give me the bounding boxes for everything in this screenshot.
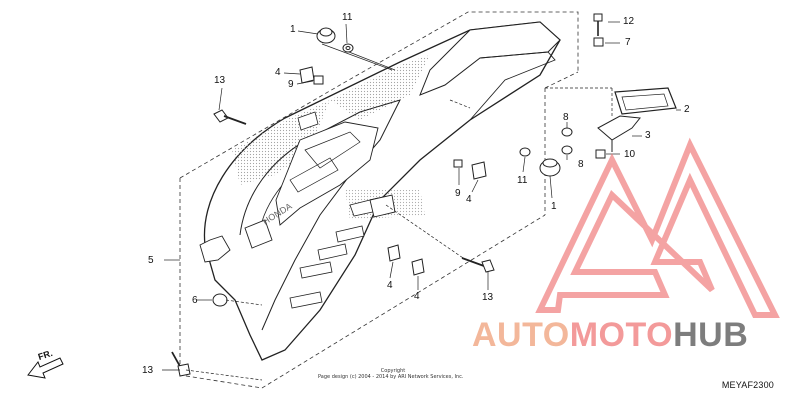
callout-8: 8 <box>578 159 584 170</box>
brand-part-moto: MOTO <box>569 316 674 354</box>
callout-12: 12 <box>623 16 635 27</box>
callout-9: 9 <box>288 79 294 90</box>
group-boundary <box>179 11 579 389</box>
copyright-line: Page design (c) 2004 - 2014 by ARI Netwo… <box>318 374 464 380</box>
callout-4: 4 <box>387 280 393 291</box>
light-bracket <box>597 115 641 152</box>
copyright-notice: Copyright Page design (c) 2004 - 2014 by… <box>318 368 518 380</box>
callout-3: 3 <box>645 130 651 141</box>
callout-6: 6 <box>192 295 198 306</box>
front-arrow <box>27 357 64 379</box>
callout-4: 4 <box>275 67 281 78</box>
brand-part-auto: AUTO <box>472 316 570 354</box>
license-light <box>614 87 677 115</box>
callout-9: 9 <box>455 188 461 199</box>
callout-11: 11 <box>517 175 528 186</box>
callout-8: 8 <box>563 112 569 123</box>
callout-7: 7 <box>625 37 631 48</box>
callout-13: 13 <box>142 365 154 376</box>
callout-5: 5 <box>148 255 154 266</box>
callout-1: 1 <box>290 24 296 35</box>
callout-2: 2 <box>684 104 690 115</box>
watermark-logo <box>535 137 780 318</box>
callout-13: 13 <box>482 292 494 303</box>
callout-4: 4 <box>466 194 472 205</box>
rear-fender <box>199 21 561 361</box>
diagram-code: MEYAF2300 <box>721 380 774 390</box>
callout-11: 11 <box>342 12 353 23</box>
callout-13: 13 <box>214 75 226 86</box>
callout-1: 1 <box>551 201 557 212</box>
leader-lines <box>162 21 681 381</box>
brand-part-hub: HUB <box>673 316 749 354</box>
copyright-line: Copyright <box>380 368 406 374</box>
callout-10: 10 <box>624 149 636 160</box>
watermark-brand: AUTOMOTOHUB <box>472 318 748 352</box>
callout-4: 4 <box>414 291 420 302</box>
hardware <box>171 13 606 377</box>
